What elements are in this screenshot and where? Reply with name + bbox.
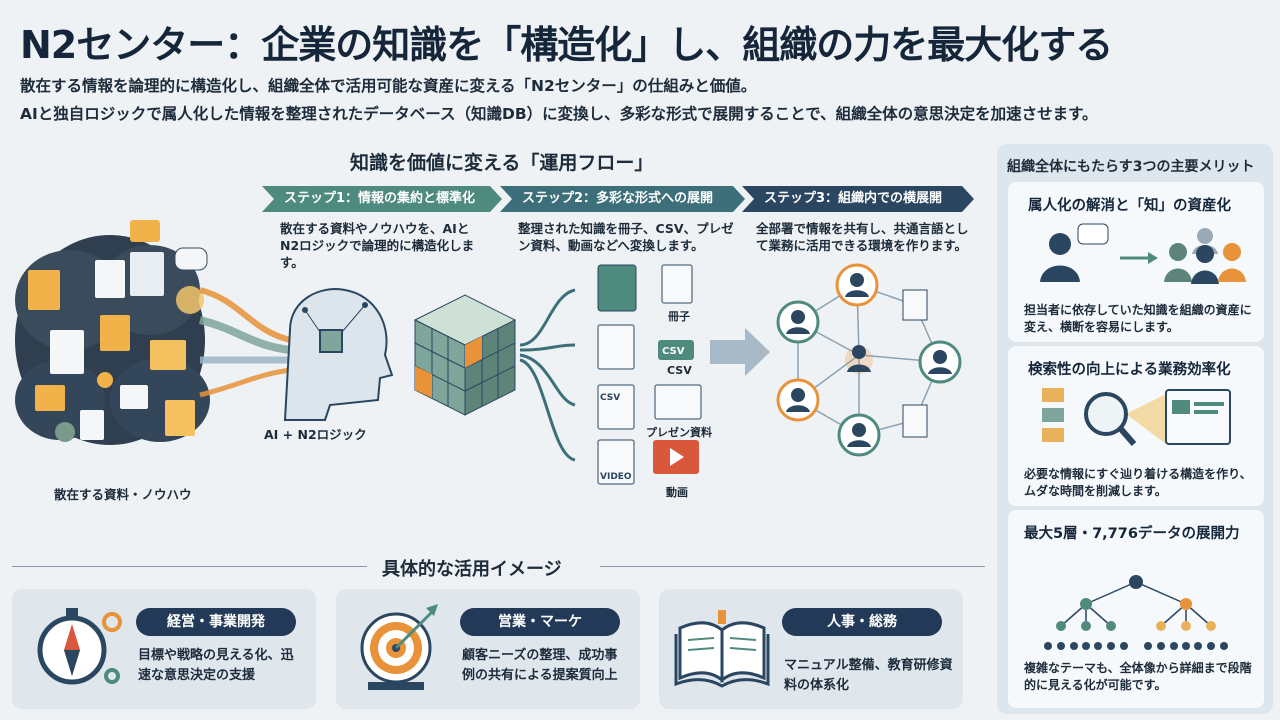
presentation-caption: プレゼン資料 bbox=[646, 426, 712, 439]
csv-badge-icon bbox=[658, 340, 694, 360]
document-icon bbox=[80, 410, 104, 440]
folder-icon bbox=[1042, 408, 1064, 422]
usecase-3-desc: マニュアル整備、教育研修資料の体系化 bbox=[784, 658, 953, 693]
step-2-banner: ステップ2：多彩な形式への展開 bbox=[500, 186, 745, 212]
merit-2-desc: 必要な情報にすぐ辿り着ける構造を作り、ムダな時間を削減します。 bbox=[1024, 467, 1252, 498]
step-2-desc: 整理された知識を冊子、CSV、プレゼン資料、動画などへ変換します。 bbox=[518, 221, 734, 253]
building-icon bbox=[902, 404, 928, 438]
gear-icon bbox=[104, 668, 120, 684]
knowledge-cube-icon bbox=[413, 294, 517, 416]
data-streams bbox=[199, 287, 291, 398]
chat-bubble-icon bbox=[174, 247, 208, 271]
step-3-banner: ステップ3：組織内での横展開 bbox=[742, 186, 974, 212]
person-icon bbox=[776, 378, 820, 422]
lightbulb-icon bbox=[176, 286, 204, 314]
step-3-desc: 全部署で情報を共有し、共通言語として業務に活用できる環境を作ります。 bbox=[756, 221, 969, 253]
presentation-icon bbox=[654, 384, 702, 420]
person-icon bbox=[837, 413, 881, 457]
building-icon bbox=[902, 289, 928, 321]
target-icon bbox=[360, 604, 438, 690]
divider-line bbox=[12, 566, 367, 567]
folder-icon bbox=[120, 385, 148, 409]
divider-line bbox=[600, 566, 985, 567]
usecase-2-desc: 顧客ニーズの整理、成功事例の共有による提案質向上 bbox=[462, 648, 618, 683]
folder-icon bbox=[1042, 388, 1064, 402]
document-icon bbox=[28, 270, 60, 310]
document-icon bbox=[165, 400, 195, 436]
csv-badge: CSV bbox=[662, 346, 685, 357]
compass-icon bbox=[37, 608, 122, 685]
gear-icon bbox=[102, 612, 122, 632]
usecase-1-desc: 目標や戦略の見える化、迅速な意思決定の支援 bbox=[138, 648, 294, 683]
merits-title: 組織全体にもたらす3つの主要メリット bbox=[1007, 159, 1255, 175]
merit-2-illustration bbox=[1042, 388, 1231, 446]
video-file-icon bbox=[597, 439, 635, 485]
csv-file-icon bbox=[597, 384, 635, 430]
scattered-documents-cluster bbox=[15, 220, 210, 445]
usecase-1-label: 経営・事業開発 bbox=[136, 608, 296, 636]
video-file-badge: VIDEO bbox=[600, 472, 632, 482]
merit-card-1 bbox=[1008, 182, 1264, 342]
step-2-label: ステップ2：多彩な形式への展開 bbox=[522, 191, 714, 206]
hierarchy-tree-illustration bbox=[1044, 575, 1228, 650]
merit-3-title: 最大5層・7,776データの展開力 bbox=[1024, 526, 1240, 542]
arrow-right-icon bbox=[710, 328, 770, 376]
tree-node bbox=[1080, 598, 1092, 610]
magnifier-icon bbox=[1084, 392, 1137, 446]
subtitle-line-2: AIと独自ロジックで属人化した情報を整理されたデータベース（知識DB）に変換し、… bbox=[20, 105, 1098, 123]
document-icon bbox=[130, 252, 164, 296]
step-1-desc: 散在する資料やノウハウを、AIとN2ロジックで論理的に構造化します。 bbox=[280, 221, 475, 270]
booklet-icon bbox=[597, 264, 637, 312]
subtitle-line-1: 散在する情報を論理的に構造化し、組織全体で活用可能な資産に変える「N2センター」… bbox=[20, 77, 757, 95]
merit-3-desc: 複雑なテーマも、全体像から詳細まで段階的に見える化が可能です。 bbox=[1024, 661, 1252, 692]
document-icon bbox=[150, 340, 186, 370]
person-icon bbox=[776, 300, 820, 344]
step-3-label: ステップ3：組織内での横展開 bbox=[764, 191, 943, 206]
document-icon bbox=[95, 260, 125, 298]
usecase-3-label: 人事・総務 bbox=[782, 608, 942, 636]
scattered-caption: 散在する資料・ノウハウ bbox=[54, 487, 192, 502]
folder-icon bbox=[1042, 428, 1064, 442]
circle-icon bbox=[55, 422, 75, 442]
csv-caption: CSV bbox=[667, 364, 692, 377]
open-book-icon bbox=[674, 610, 770, 688]
branch-lines bbox=[519, 288, 576, 462]
video-caption: 動画 bbox=[666, 486, 688, 499]
tree-node bbox=[1129, 575, 1143, 589]
flow-illustration bbox=[15, 220, 962, 485]
merit-1-desc: 担当者に依存していた知識を組織の資産に変え、横断を容易にします。 bbox=[1024, 303, 1252, 334]
document-icon bbox=[100, 315, 130, 351]
chat-bubble-icon bbox=[130, 220, 160, 242]
step-1-label: ステップ1：情報の集約と標準化 bbox=[284, 191, 476, 206]
team-icon bbox=[1164, 228, 1246, 284]
chat-bubble-icon bbox=[1077, 223, 1109, 245]
person-icon bbox=[845, 345, 873, 374]
spreadsheet-icon bbox=[597, 324, 635, 370]
merit-2-title: 検索性の向上による業務効率化 bbox=[1028, 362, 1231, 378]
document-icon bbox=[50, 330, 84, 374]
person-icon bbox=[1040, 233, 1080, 282]
step-1-banner: ステップ1：情報の集約と標準化 bbox=[262, 186, 502, 212]
tree-node bbox=[1180, 598, 1192, 610]
usecase-title: 具体的な活用イメージ bbox=[382, 559, 562, 580]
merit-1-illustration bbox=[1040, 223, 1246, 284]
flow-title: 知識を価値に変える「運用フロー」 bbox=[350, 152, 654, 174]
person-icon bbox=[835, 263, 879, 307]
arrow-right-icon bbox=[1120, 252, 1158, 264]
ai-head-icon bbox=[283, 288, 394, 421]
csv-file-badge: CSV bbox=[600, 393, 621, 403]
booklet-caption: 冊子 bbox=[668, 310, 690, 323]
document-icon bbox=[661, 264, 693, 304]
ai-caption: AI + N2ロジック bbox=[264, 427, 367, 442]
screen-icon bbox=[1165, 389, 1231, 445]
person-icon bbox=[918, 340, 962, 384]
merit-1-title: 属人化の解消と「知」の資産化 bbox=[1028, 198, 1231, 214]
merit-card-3 bbox=[1008, 510, 1264, 708]
lightbulb-icon bbox=[97, 372, 113, 388]
usecase-2-label: 営業・マーケ bbox=[460, 608, 620, 636]
chat-bubble-icon bbox=[35, 385, 65, 411]
page-title: N2センター：企業の知識を「構造化」し、組織の力を最大化する bbox=[20, 23, 1113, 67]
